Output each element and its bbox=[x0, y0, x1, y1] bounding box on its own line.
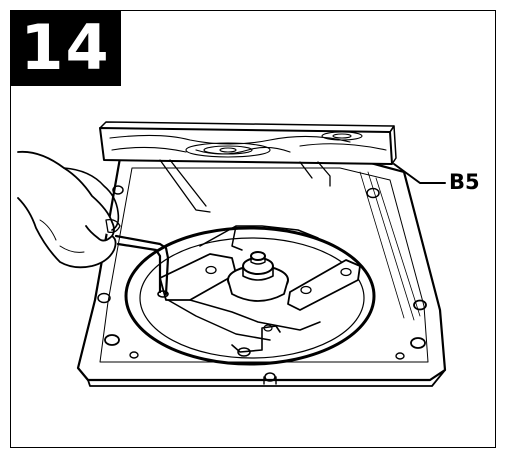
hand-fingernail bbox=[105, 218, 121, 234]
plate-hole bbox=[395, 352, 405, 360]
hub-cap-side bbox=[242, 265, 274, 281]
blade-right bbox=[287, 259, 361, 311]
plate-hole bbox=[264, 372, 276, 382]
rotor-arm bbox=[167, 299, 321, 341]
disc-segment bbox=[199, 225, 319, 251]
plate-hole bbox=[97, 292, 111, 304]
plate-hole bbox=[129, 351, 139, 359]
plate-hole bbox=[413, 299, 427, 311]
plate-hole bbox=[112, 185, 124, 195]
circular-opening-inner bbox=[139, 237, 365, 359]
hub-nut-side bbox=[250, 255, 266, 265]
blade-screw bbox=[340, 267, 352, 277]
base-plate-inner-edge bbox=[99, 167, 429, 363]
plate-hole bbox=[104, 334, 120, 346]
wood-knot bbox=[332, 133, 352, 139]
hub-nut bbox=[250, 251, 266, 261]
wood-grain bbox=[109, 134, 387, 155]
wood-block bbox=[99, 127, 393, 165]
hand-wrinkle bbox=[39, 219, 85, 253]
wood-knot bbox=[321, 131, 363, 141]
callout-leader bbox=[393, 163, 446, 184]
step-number-badge: 14 bbox=[10, 10, 121, 86]
blade-screw bbox=[300, 285, 312, 295]
circular-opening bbox=[124, 226, 376, 366]
rotor-pin bbox=[237, 347, 251, 357]
hand-finger bbox=[63, 167, 120, 231]
wood-block-end bbox=[389, 125, 397, 165]
blade-screw bbox=[205, 265, 217, 275]
wood-knot bbox=[203, 145, 253, 155]
plate-hole bbox=[366, 187, 380, 199]
allen-key-tip bbox=[157, 290, 169, 298]
plate-notch bbox=[263, 376, 277, 385]
part-label-b5: B5 bbox=[449, 170, 480, 194]
hub-body bbox=[227, 279, 289, 302]
wood-knot bbox=[219, 147, 237, 153]
block-support-right bbox=[299, 161, 331, 187]
wood-knot bbox=[185, 142, 271, 158]
base-plate-bottom-edge bbox=[87, 369, 446, 387]
allen-key-icon bbox=[114, 234, 170, 296]
block-support-left bbox=[159, 159, 211, 213]
plate-hole bbox=[410, 337, 426, 349]
step-number: 14 bbox=[20, 11, 111, 84]
rotor-pin-small bbox=[263, 324, 273, 332]
